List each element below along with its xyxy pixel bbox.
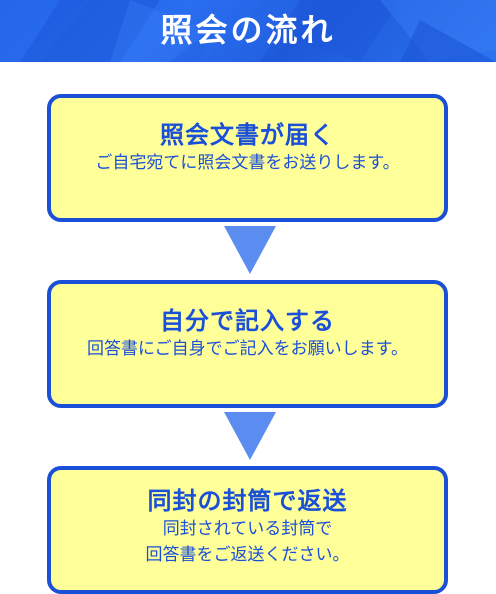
step-title: 自分で記入する: [160, 307, 335, 335]
step-description-line-2: 回答書をご返送ください。: [145, 545, 350, 565]
step-box-return: 同封の封筒で返送 同封されている封筒で 回答書をご返送ください。: [47, 466, 448, 594]
step-description: ご自宅宛てに照会文書をお送りします。: [95, 153, 400, 173]
step-title: 照会文書が届く: [160, 121, 335, 149]
down-arrow-icon: [224, 226, 276, 274]
header-background-pattern: [0, 0, 496, 62]
step-box-fill-in: 自分で記入する 回答書にご自身でご記入をお願いします。: [47, 280, 448, 408]
step-description-line-1: 同封されている封筒で: [162, 519, 333, 539]
page-title: 照会の流れ: [160, 11, 336, 49]
step-box-receive: 照会文書が届く ご自宅宛てに照会文書をお送りします。: [47, 94, 448, 222]
header-banner: 照会の流れ: [0, 0, 496, 62]
step-title: 同封の封筒で返送: [147, 487, 348, 515]
down-arrow-icon: [224, 412, 276, 460]
step-description: 回答書にご自身でご記入をお願いします。: [87, 339, 408, 359]
